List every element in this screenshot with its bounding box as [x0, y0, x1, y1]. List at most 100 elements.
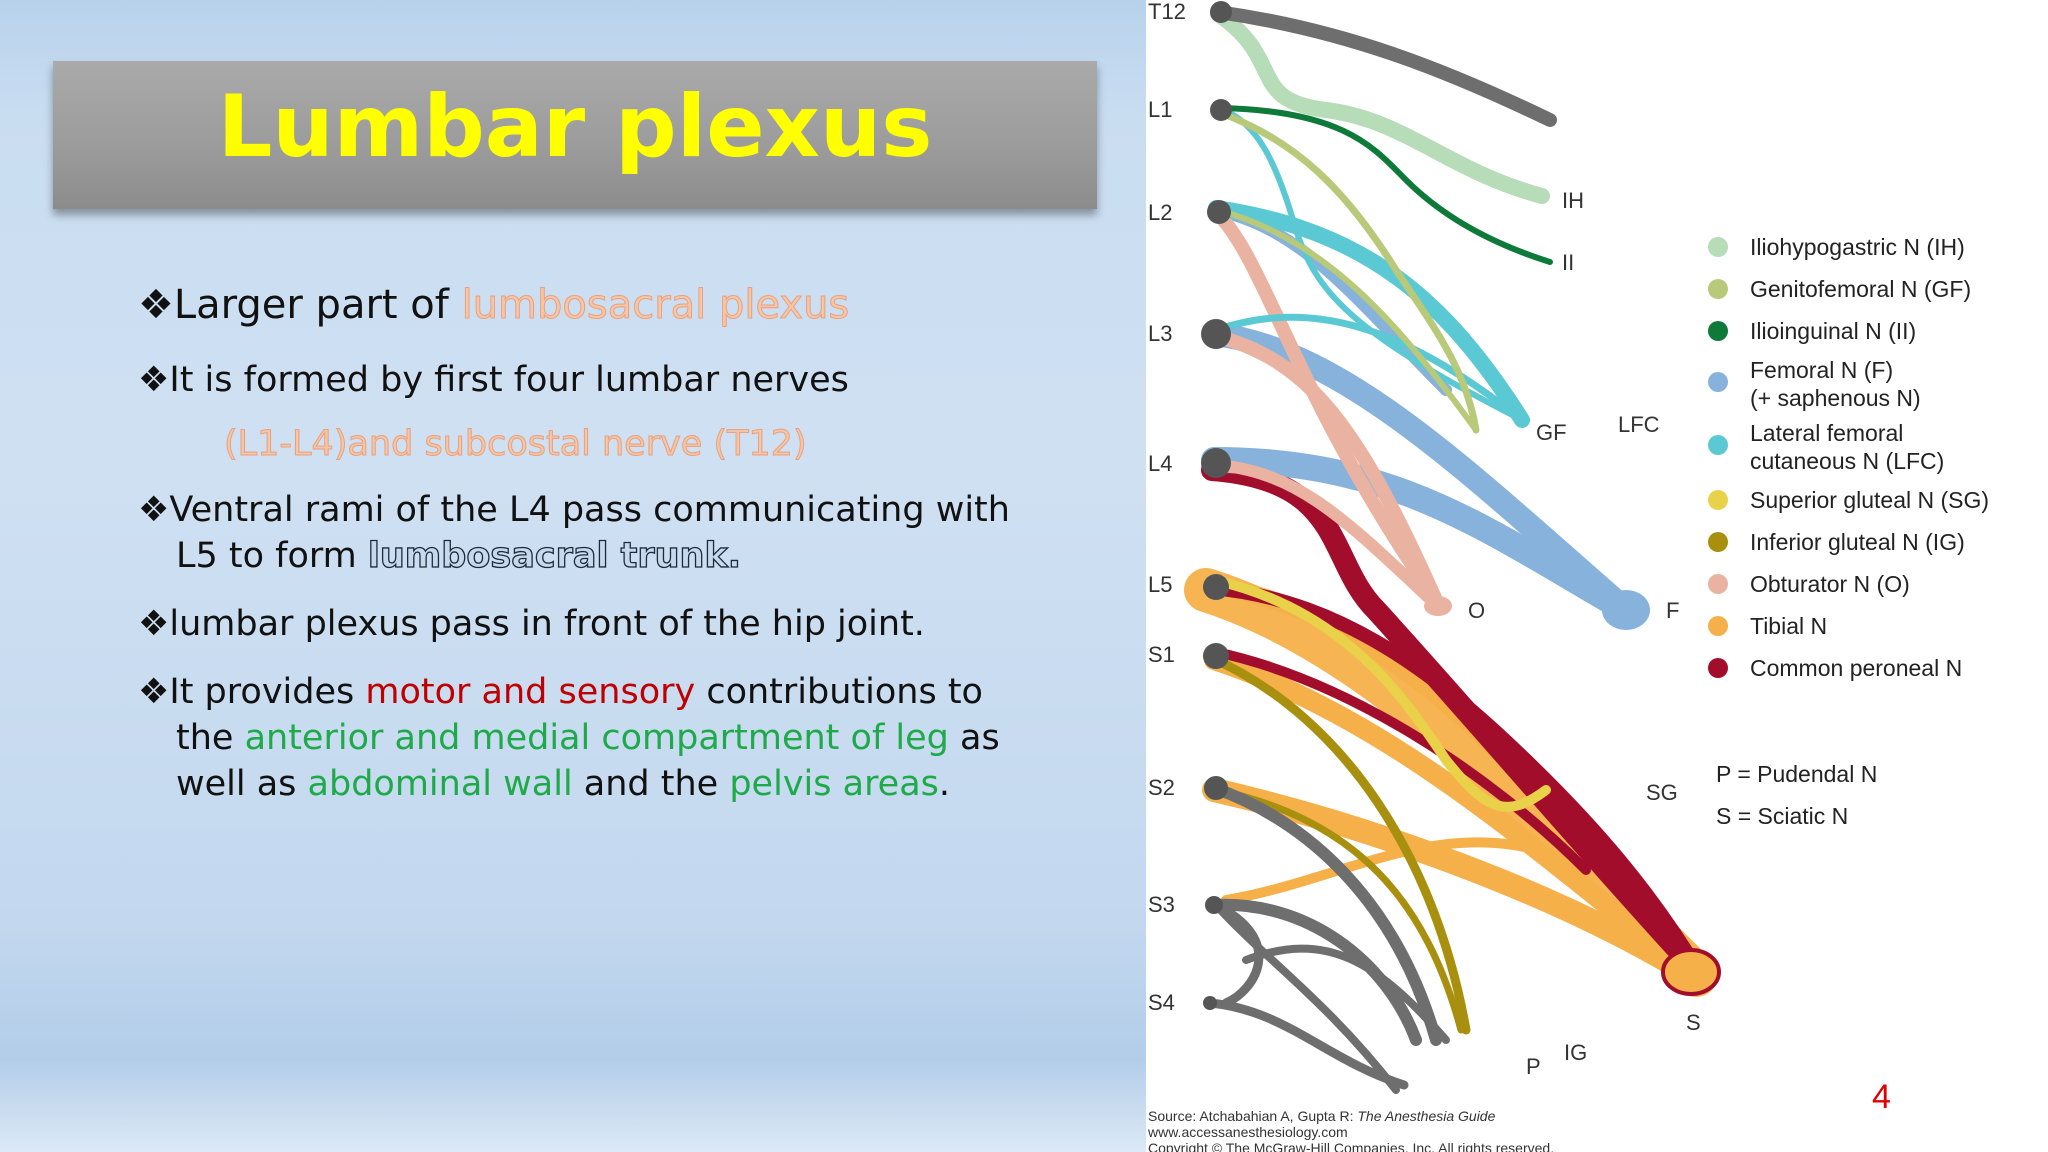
legend-item: Femoral N (F) (+ saphenous N) — [1708, 356, 1921, 412]
legend-label: Ilioinguinal N (II) — [1750, 318, 1917, 344]
superior-gluteal — [1209, 575, 1551, 812]
nerve-label-ih: IH — [1562, 188, 1584, 213]
tibial-s1 — [1204, 650, 1686, 970]
legend-color-swatch — [1708, 372, 1728, 392]
nerve-label-ig: IG — [1564, 1040, 1587, 1065]
bullet-5-mid: contributions to — [695, 672, 983, 712]
legend-color-swatch — [1708, 279, 1728, 299]
nerve-label-o: O — [1468, 598, 1485, 623]
legend-item: Superior gluteal N (SG) — [1708, 486, 1989, 514]
slide-title: Lumbar plexus — [217, 77, 933, 177]
legend-color-swatch — [1708, 237, 1728, 257]
legend-color-swatch — [1708, 616, 1728, 636]
nerve-label-sg: SG — [1646, 780, 1678, 805]
abbreviation-pudendal: P = Pudendal N — [1716, 761, 1878, 787]
femoral-l3 — [1202, 322, 1638, 622]
bullet-5-green-2: abdominal wall — [307, 764, 573, 804]
pudendal-cross-1 — [1211, 900, 1264, 1008]
nerve-label-ii: II — [1562, 250, 1574, 275]
bullet-1-text: Larger part of — [173, 282, 462, 328]
root-node-s1 — [1203, 643, 1229, 669]
root-node-l2 — [1207, 200, 1231, 224]
root-label-s2: S2 — [1148, 775, 1175, 800]
obturator-end — [1424, 596, 1452, 616]
bullet-3-continuation: L5 to form lumbosacral trunk. — [176, 535, 742, 576]
legend-item: Tibial N — [1708, 612, 1827, 640]
inferior-gluteal-2 — [1214, 786, 1465, 1034]
nerve-label-f: F — [1666, 598, 1679, 623]
legend-color-swatch — [1708, 574, 1728, 594]
root-label-l3: L3 — [1148, 321, 1172, 346]
pudendal-s4 — [1205, 998, 1409, 1090]
bullet-2-text: It is formed by first four lumbar nerves — [169, 360, 849, 400]
peroneal-l5 — [1205, 581, 1708, 982]
bullet-5-green-1: anterior and medial compartment of leg — [244, 718, 949, 758]
obturator-l3 — [1209, 329, 1443, 607]
legend-label: Tibial N — [1750, 613, 1828, 639]
legend-item: Genitofemoral N (GF) — [1708, 275, 1971, 303]
bullet-diamond-icon: ❖ — [138, 672, 170, 712]
root-node-s2 — [1204, 776, 1228, 800]
bullet-5-line-3-suffix: . — [938, 764, 951, 804]
bullet-5-line-3-prefix: well as — [176, 764, 308, 804]
legend-item: Ilioinguinal N (II) — [1708, 317, 1916, 345]
bullet-5-line-2-suffix: as — [948, 718, 1000, 758]
inferior-gluteal — [1211, 655, 1471, 1035]
iliohypogastric — [1210, 6, 1550, 204]
bullet-5-green-3: pelvis areas — [729, 764, 939, 804]
peroneal-s1 — [1211, 647, 1591, 875]
bullet-1: ❖Larger part of lumbosacral plexus — [138, 282, 850, 329]
legend-label: Inferior gluteal N (IG) — [1750, 529, 1965, 555]
legend-item: Obturator N (O) — [1708, 570, 1910, 598]
nerve-label-p: P — [1526, 1054, 1541, 1079]
bullet-diamond-icon: ❖ — [138, 604, 170, 644]
slide-number: 4 — [1872, 1078, 1891, 1116]
legend-label: Iliohypogastric N (IH) — [1750, 234, 1965, 260]
bullet-5-line-3-mid: and the — [572, 764, 730, 804]
legend-label: Lateral femoral cutaneous N (LFC) — [1750, 420, 1945, 474]
subcostal-t12 — [1211, 5, 1557, 127]
bullet-3-text: Ventral rami of the L4 pass communicatin… — [169, 490, 1010, 530]
legend-item: Inferior gluteal N (IG) — [1708, 528, 1965, 556]
legend-item: Common peroneal N — [1708, 654, 1962, 682]
bullet-3-text-2: L5 to form — [176, 536, 368, 576]
root-label-t12: T12 — [1148, 0, 1186, 24]
root-node-s3 — [1205, 896, 1223, 914]
root-node-l3 — [1201, 319, 1231, 349]
bullet-3-highlight: lumbosacral trunk. — [367, 535, 742, 576]
plexus-diagram: T12 L1 L2 L3 L4 L5 S1 S2 S3 S4 IH II GF … — [1148, 0, 1721, 1094]
bullet-5-line-2: the anterior and medial compartment of l… — [176, 718, 1000, 758]
pudendal-cross-3 — [1242, 944, 1450, 1044]
legend-label: Common peroneal N — [1750, 655, 1963, 681]
legend-label: Obturator N (O) — [1750, 571, 1910, 597]
obturator-l2 — [1209, 205, 1443, 607]
source-line-3: Copyright © The McGraw-Hill Companies, I… — [1148, 1140, 1555, 1152]
bullet-5-line-3: well as abdominal wall and the pelvis ar… — [176, 764, 950, 804]
genitofemoral — [1214, 108, 1480, 434]
legend-color-swatch — [1708, 532, 1728, 552]
root-node-l5 — [1203, 574, 1229, 600]
bullet-3: ❖Ventral rami of the L4 pass communicati… — [138, 490, 1010, 530]
tibial-s3 — [1221, 837, 1571, 905]
nerve-label-s: S — [1686, 1010, 1701, 1035]
bullet-5-red: motor and sensory — [365, 672, 696, 712]
root-label-s3: S3 — [1148, 892, 1175, 917]
root-node-t12 — [1210, 1, 1232, 23]
source-prefix: Source: Atchabahian A, Gupta R: — [1148, 1108, 1358, 1124]
bullet-4: ❖lumbar plexus pass in front of the hip … — [138, 604, 925, 644]
legend-color-swatch — [1708, 435, 1728, 455]
bullet-2: ❖It is formed by first four lumbar nerve… — [138, 360, 849, 400]
pudendal-s2 — [1208, 782, 1442, 1046]
root-label-l1: L1 — [1148, 97, 1172, 122]
legend-item: Lateral femoral cutaneous N (LFC) — [1708, 419, 1944, 475]
legend-label: Genitofemoral N (GF) — [1750, 276, 1972, 302]
bullet-4-text: lumbar plexus pass in front of the hip j… — [169, 604, 925, 644]
root-label-s4: S4 — [1148, 990, 1175, 1015]
source-line-2: www.accessanesthesiology.com — [1148, 1124, 1348, 1140]
bullet-1-highlight: lumbosacral plexus — [461, 282, 850, 329]
obturator-l4 — [1208, 459, 1437, 606]
pudendal-cross-2 — [1212, 901, 1400, 1094]
root-label-l4: L4 — [1148, 451, 1172, 476]
femoral-end — [1602, 590, 1650, 630]
legend-label: Superior gluteal N (SG) — [1750, 487, 1990, 513]
